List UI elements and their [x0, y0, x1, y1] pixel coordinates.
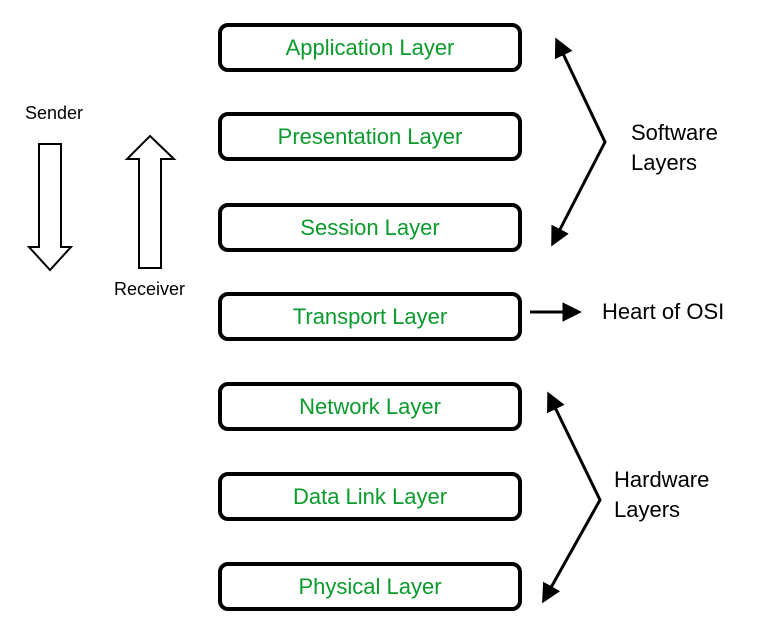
layer-label-network: Network Layer: [299, 393, 441, 419]
software-layers-label-line1: Software: [631, 120, 718, 145]
hardware-layers-arrow: [542, 391, 602, 604]
receiver-up-arrow: [124, 134, 177, 269]
software-layers-label-line2: Layers: [631, 150, 698, 175]
sender-label: Sender: [25, 103, 84, 123]
hardware-layers-label-line1: Hardware: [614, 467, 710, 492]
sender-down-arrow: [26, 143, 74, 272]
hardware-layers-label-line2: Layers: [614, 497, 681, 522]
layer-label-physical: Physical Layer: [298, 573, 442, 599]
software-layers-arrow: [551, 37, 607, 247]
layer-label-transport: Transport Layer: [292, 303, 448, 329]
layer-box-datalink: Data Link Layer: [218, 472, 522, 521]
receiver-label: Receiver: [114, 279, 186, 299]
layer-label-datalink: Data Link Layer: [292, 483, 448, 509]
heart-of-osi-label: Heart of OSI: [602, 299, 725, 324]
layer-box-application: Application Layer: [218, 23, 522, 72]
layer-label-presentation: Presentation Layer: [277, 123, 463, 149]
software-layers-label: Software Layers: [631, 118, 718, 178]
layer-box-session: Session Layer: [218, 203, 522, 252]
hardware-layers-label: Hardware Layers: [614, 465, 709, 525]
layer-box-transport: Transport Layer: [218, 292, 522, 341]
layer-label-session: Session Layer: [300, 214, 440, 240]
layer-box-physical: Physical Layer: [218, 562, 522, 611]
layer-box-network: Network Layer: [218, 382, 522, 431]
layer-box-presentation: Presentation Layer: [218, 112, 522, 161]
layer-label-application: Application Layer: [285, 34, 455, 60]
